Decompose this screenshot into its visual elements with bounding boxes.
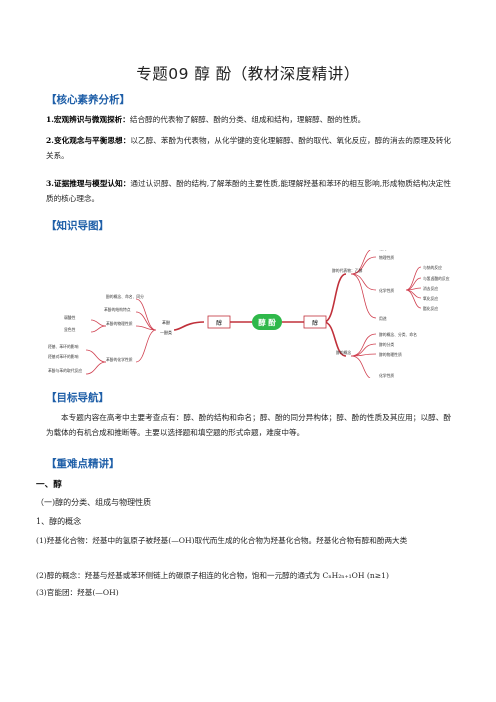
mindmap-right-node: 结构 (379, 250, 387, 251)
mindmap-right-hub-top: 醇的代表物：乙醇 (332, 268, 363, 273)
mindmap-left-sub: 羟基、苯环的影响 (48, 344, 79, 349)
body-line-3: (3)官能团：羟基(—OH) (36, 588, 119, 597)
goal-paragraph: 本专题内容在高考中主要考查点有：醇、酚的结构和命名；醇、酚的同分异构体；醇、酚的… (46, 413, 451, 437)
heading-alcohol: 一、醇 (36, 480, 62, 490)
mindmap-left-sub: 显色性 (64, 327, 76, 332)
mindmap-left-main-label: 醇 (216, 319, 222, 327)
mindmap-right-node: 化学性质 (379, 373, 394, 378)
core-item-2-label: 2.变化观念与平衡思想： (46, 136, 131, 145)
section-mindmap-heading: 【知识导图】 (46, 220, 109, 232)
subheading-concept: 1、醇的概念 (36, 517, 82, 526)
mindmap-right-sub: 氧化反应 (423, 296, 438, 301)
mindmap-right-sub: 与氢卤酸的反应 (423, 276, 450, 281)
core-item-3: 3.证据推理与模型认知：通过认识醇、酚的结构,了解苯酚的主要性质,能理解羟基和苯… (46, 176, 451, 206)
core-item-1: 1.宏观辨识与微观探析：结合醇的代表物了解醇、酚的分类、组成和结构，理解醇、酚的… (46, 112, 451, 127)
mindmap-left-main (207, 315, 231, 329)
mindmap-right-sub: 消去反应 (423, 286, 438, 291)
mindmap-right-sub: 酯化反应 (423, 306, 438, 311)
subheading-classification: （一)醇的分类、组成与物理性质 (36, 498, 152, 507)
body-line-1: (1)羟基化合物：烃基中的氢原子被羟基(—OH)取代而生成的化合物为羟基化合物。… (36, 536, 408, 545)
mindmap-left-sub: 弱酸性 (64, 315, 76, 320)
mindmap-left-node: 苯酚的化学性质 (106, 357, 133, 362)
mindmap-right-nodes: 醇的代表物：乙醇 醇的概念 结构 物理性质 化学性质 用途 与钠的反应 与氢卤酸… (332, 250, 450, 378)
mindmap-left-node: 酚的概念、命名、同分 (106, 294, 144, 299)
mindmap-left-hub: 苯酚 (162, 319, 170, 325)
mindmap-left-hub-sub: —酚类 (160, 329, 172, 335)
mindmap-right-node: 化学性质 (379, 288, 394, 293)
mindmap-right-hub-bottom: 醇的概念 (336, 350, 351, 355)
mindmap-center-label: 醇 酚 (258, 317, 276, 327)
mindmap-right-main (303, 315, 327, 329)
mindmap-right-node: 醇的分类 (379, 342, 394, 347)
section-core-heading: 【核心素养分析】 (46, 94, 130, 106)
section-goal-heading: 【目标导航】 (46, 392, 109, 404)
mindmap-right-node: 醇的概念、分类、命名 (379, 332, 417, 337)
mindmap-left-node: 苯酚的物理性质 (106, 321, 133, 326)
mindmap-left-nodes: 酚的概念、命名、同分 苯酚的结构特点 苯酚的物理性质 苯酚的化学性质 弱酸性 显… (48, 294, 144, 373)
page-title: 专题09 醇 酚（教材深度精讲） (136, 65, 360, 83)
core-item-3-label: 3.证据推理与模型认知： (46, 179, 131, 188)
section-key-heading: 【重难点精讲】 (46, 458, 120, 470)
body-line-2: (2)醇的概念：羟基与烃基或苯环侧链上的碳原子相连的化合物，饱和一元醇的通式为 … (36, 571, 389, 580)
mindmap-right-node: 物理性质 (379, 255, 394, 260)
core-item-2-text: 以乙醇、苯酚为代表物，从化学键的变化理解醇、酚的取代、氧化反应，醇的消去的原理及… (46, 136, 451, 160)
mindmap-right-main-label: 醇 (312, 319, 318, 327)
core-item-2: 2.变化观念与平衡思想：以乙醇、苯酚为代表物，从化学键的变化理解醇、酚的取代、氧… (46, 133, 451, 163)
mindmap-left-node: 苯酚的结构特点 (104, 307, 131, 312)
mindmap-left-sub: 苯酚与苯的取代反应 (48, 368, 82, 373)
mindmap-center-node (252, 314, 282, 330)
mindmap-right-sub: 与钠的反应 (423, 265, 442, 270)
core-item-3-text: 通过认识醇、酚的结构,了解苯酚的主要性质,能理解羟基和苯环的相互影响,形成物质结… (46, 179, 451, 203)
mindmap-sub-lines (85, 250, 422, 378)
core-item-1-text: 结合醇的代表物了解醇、酚的分类、组成和结构，理解醇、酚的性质。 (129, 115, 366, 124)
mindmap-right-node: 醇的物理性质 (379, 352, 402, 357)
knowledge-mindmap: 醇 酚 醇 醇 苯酚 —酚类 酚的概念、命名、同分 苯酚的结构特点 苯酚的物理性… (48, 250, 450, 378)
mindmap-right-node: 用途 (379, 316, 387, 321)
core-item-1-label: 1.宏观辨识与微观探析： (46, 115, 130, 124)
mindmap-left-sub: 羟基对苯环的影响 (48, 354, 79, 359)
